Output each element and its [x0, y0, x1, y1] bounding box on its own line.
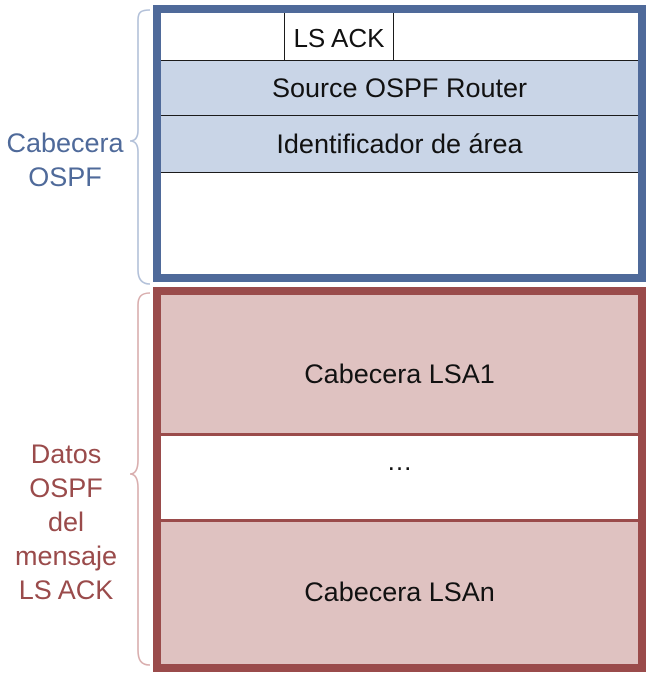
lsa-ellipsis-row: …	[161, 436, 638, 522]
header-remaining-fields	[161, 173, 638, 274]
lsa-header-n-row: Cabecera LSAn	[161, 522, 638, 664]
lsa-header-1: Cabecera LSA1	[304, 359, 495, 389]
source-router-row: Source OSPF Router	[161, 61, 638, 116]
packet-type-row: LS ACK	[161, 13, 638, 61]
header-bracket	[129, 9, 151, 666]
lsa-header-1-row: Cabecera LSA1	[161, 295, 638, 436]
source-router-field: Source OSPF Router	[271, 73, 528, 103]
ospf-data-box: Cabecera LSA1 … Cabecera LSAn	[153, 287, 646, 672]
packet-type-field: LS ACK	[284, 13, 394, 61]
header-label-line-1: Cabecera	[6, 128, 124, 158]
lsa-ellipsis: …	[386, 446, 413, 476]
data-label-line-3: mensaje	[14, 541, 118, 571]
header-label-line-2: OSPF	[28, 162, 102, 192]
ospf-header-box: LS ACK Source OSPF Router Identificador …	[153, 5, 646, 282]
area-id-row: Identificador de área	[161, 116, 638, 173]
data-label-line-1: Datos	[30, 439, 102, 469]
header-section-label: Cabecera OSPF	[0, 126, 130, 194]
data-label-line-2: OSPF del	[29, 473, 103, 537]
data-label-line-4: LS ACK	[18, 575, 114, 605]
lsa-header-n: Cabecera LSAn	[304, 577, 495, 607]
area-id-field: Identificador de área	[276, 129, 523, 159]
data-section-label: Datos OSPF del mensaje LS ACK	[10, 437, 122, 607]
